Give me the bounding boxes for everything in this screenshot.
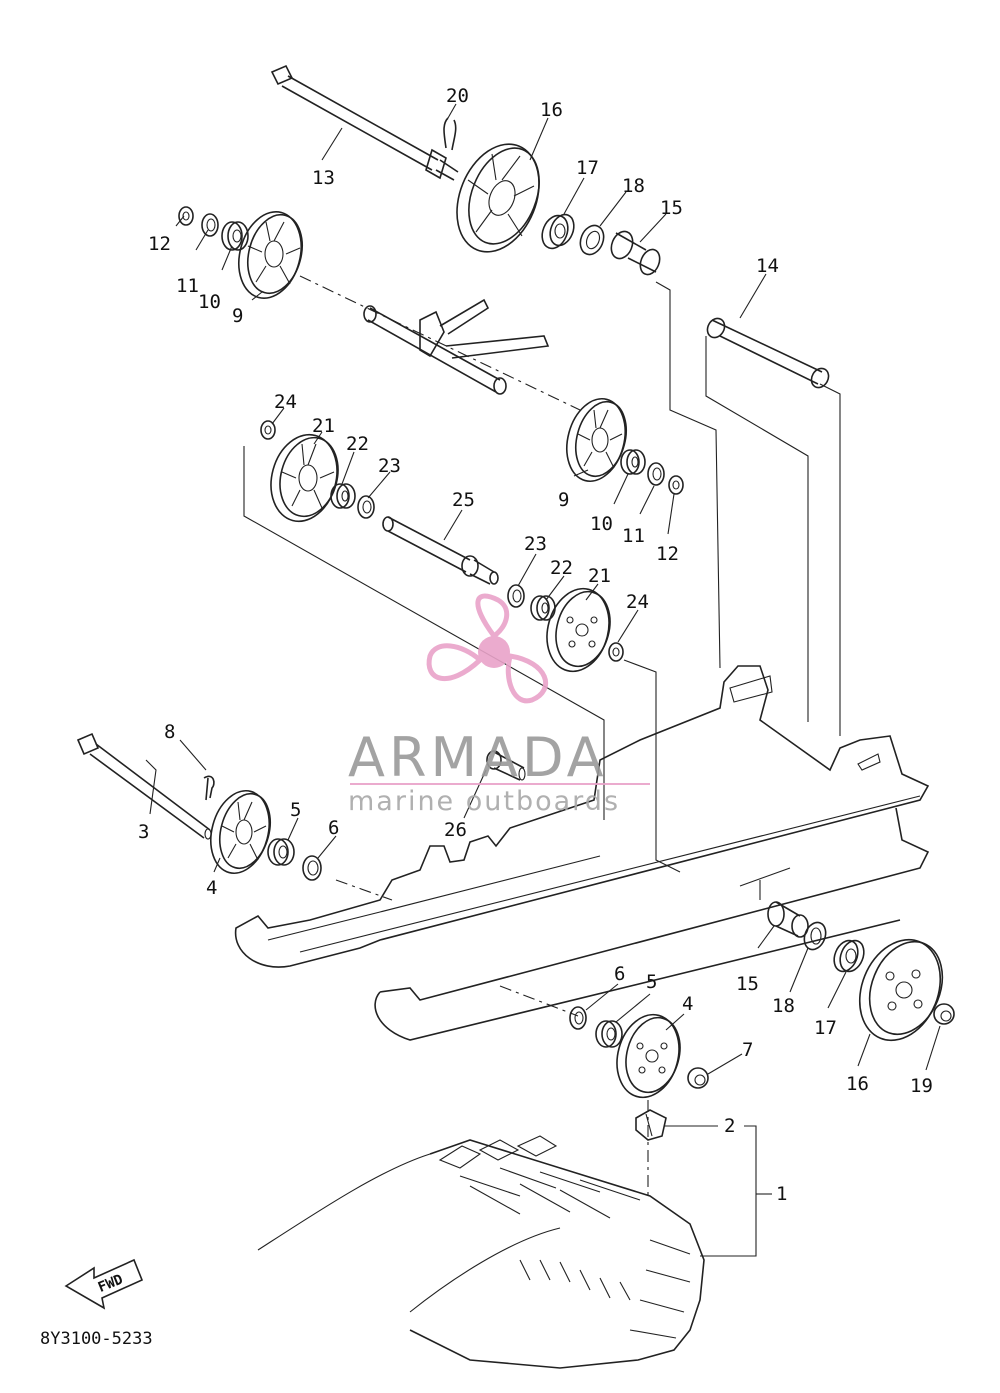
callout-22-upper: 22 (346, 433, 369, 455)
clip-2[interactable] (635, 1109, 667, 1141)
nut-12-upper[interactable] (178, 206, 194, 226)
callout-14: 14 (756, 255, 779, 277)
bearing-22-upper[interactable] (330, 483, 356, 509)
callout-22-lower: 22 (550, 557, 573, 579)
callout-7: 7 (742, 1039, 753, 1061)
callout-17-lower: 17 (814, 1017, 837, 1039)
bolt-26[interactable] (486, 750, 526, 781)
shaft-25[interactable] (382, 516, 499, 585)
callout-18-lower: 18 (772, 995, 795, 1017)
callout-9-middle: 9 (558, 489, 569, 511)
callout-25: 25 (452, 489, 475, 511)
callout-15-lower: 15 (736, 973, 759, 995)
callout-15-upper: 15 (660, 197, 683, 219)
callout-4-left: 4 (206, 877, 217, 899)
leader-lines (145, 103, 941, 1257)
callout-6-lower: 6 (614, 963, 625, 985)
callout-6-left: 6 (328, 817, 339, 839)
callout-8: 8 (164, 721, 175, 743)
bearing-10-upper[interactable] (221, 221, 249, 251)
callout-17-upper: 17 (576, 157, 599, 179)
bearing-10-middle[interactable] (620, 449, 646, 475)
watermark-brand: ARMADA (348, 726, 608, 789)
callout-24-upper: 24 (274, 391, 297, 413)
bearing-5-lower[interactable] (595, 1020, 623, 1048)
bearing-17-lower[interactable] (830, 937, 868, 975)
callout-labels: 13 20 16 17 18 15 14 12 11 10 9 24 21 22… (138, 85, 933, 1205)
circlip-23-upper[interactable] (357, 495, 375, 519)
cotter-pin-20[interactable] (443, 117, 457, 151)
circlip-23-lower[interactable] (507, 584, 525, 608)
callout-5-lower: 5 (646, 971, 657, 993)
callout-9-upper: 9 (232, 305, 243, 327)
callout-21-lower: 21 (588, 565, 611, 587)
callout-3: 3 (138, 821, 149, 843)
track-1[interactable] (257, 1135, 705, 1369)
callout-26: 26 (444, 819, 467, 841)
collar-15-lower[interactable] (767, 901, 809, 938)
wheel-4-lower[interactable] (608, 1008, 688, 1105)
bearing-5-left[interactable] (267, 838, 295, 866)
wheel-16-upper[interactable] (442, 132, 554, 264)
callout-18-upper: 18 (622, 175, 645, 197)
circlip-18-lower[interactable] (800, 919, 829, 952)
propeller-logo-icon (426, 593, 549, 704)
slide-rail (234, 665, 930, 1041)
callout-23-upper: 23 (378, 455, 401, 477)
callout-5-left: 5 (290, 799, 301, 821)
reference-lines (243, 281, 841, 900)
callout-16-lower: 16 (846, 1073, 869, 1095)
rod-14[interactable] (704, 315, 832, 390)
circlip-6-left[interactable] (302, 855, 322, 881)
wheel-9-middle[interactable] (558, 392, 634, 488)
callout-13: 13 (312, 167, 335, 189)
bearing-17-upper[interactable] (538, 211, 579, 252)
circlip-11-upper[interactable] (201, 213, 219, 237)
callout-21-upper: 21 (312, 415, 335, 437)
circlip-18-upper[interactable] (576, 222, 608, 258)
watermark-tagline: marine outboards (348, 786, 620, 817)
callout-23-lower: 23 (524, 533, 547, 555)
wheel-21-upper[interactable] (262, 427, 347, 529)
collar-15-upper[interactable] (607, 228, 663, 277)
fwd-arrow-icon: FWD (64, 1258, 144, 1310)
circlip-11-middle[interactable] (647, 462, 665, 486)
nut-19[interactable] (933, 1003, 955, 1025)
callout-19: 19 (910, 1075, 933, 1097)
nut-24-upper[interactable] (260, 420, 276, 440)
callout-4-lower: 4 (682, 993, 693, 1015)
nut-24-lower[interactable] (608, 642, 624, 662)
circlip-6-lower[interactable] (569, 1006, 587, 1030)
centerlines (299, 275, 649, 1200)
wheel-16-lower[interactable] (845, 928, 955, 1053)
callout-1: 1 (776, 1183, 787, 1205)
nut-7[interactable] (687, 1067, 709, 1089)
nut-12-middle[interactable] (668, 475, 684, 495)
wheel-9-upper[interactable] (230, 205, 311, 306)
callout-10-upper: 10 (198, 291, 221, 313)
cotter-pin-8[interactable] (203, 775, 215, 801)
callout-12-upper: 12 (148, 233, 171, 255)
shaft-13[interactable] (270, 64, 459, 181)
callout-16-upper: 16 (540, 99, 563, 121)
callout-20: 20 (446, 85, 469, 107)
armada-watermark: ARMADA marine outboards (348, 593, 650, 817)
callout-12-middle: 12 (656, 543, 679, 565)
pivot-arm (363, 298, 550, 395)
wheel-21-lower[interactable] (538, 582, 618, 679)
callout-24-lower: 24 (626, 591, 649, 613)
callout-10-middle: 10 (590, 513, 613, 535)
wheel-4-left[interactable] (202, 784, 278, 880)
callout-11-middle: 11 (622, 525, 645, 547)
callout-11-upper: 11 (176, 275, 199, 297)
diagram-code: 8Y3100-5233 (40, 1329, 153, 1349)
callout-2: 2 (724, 1115, 735, 1137)
